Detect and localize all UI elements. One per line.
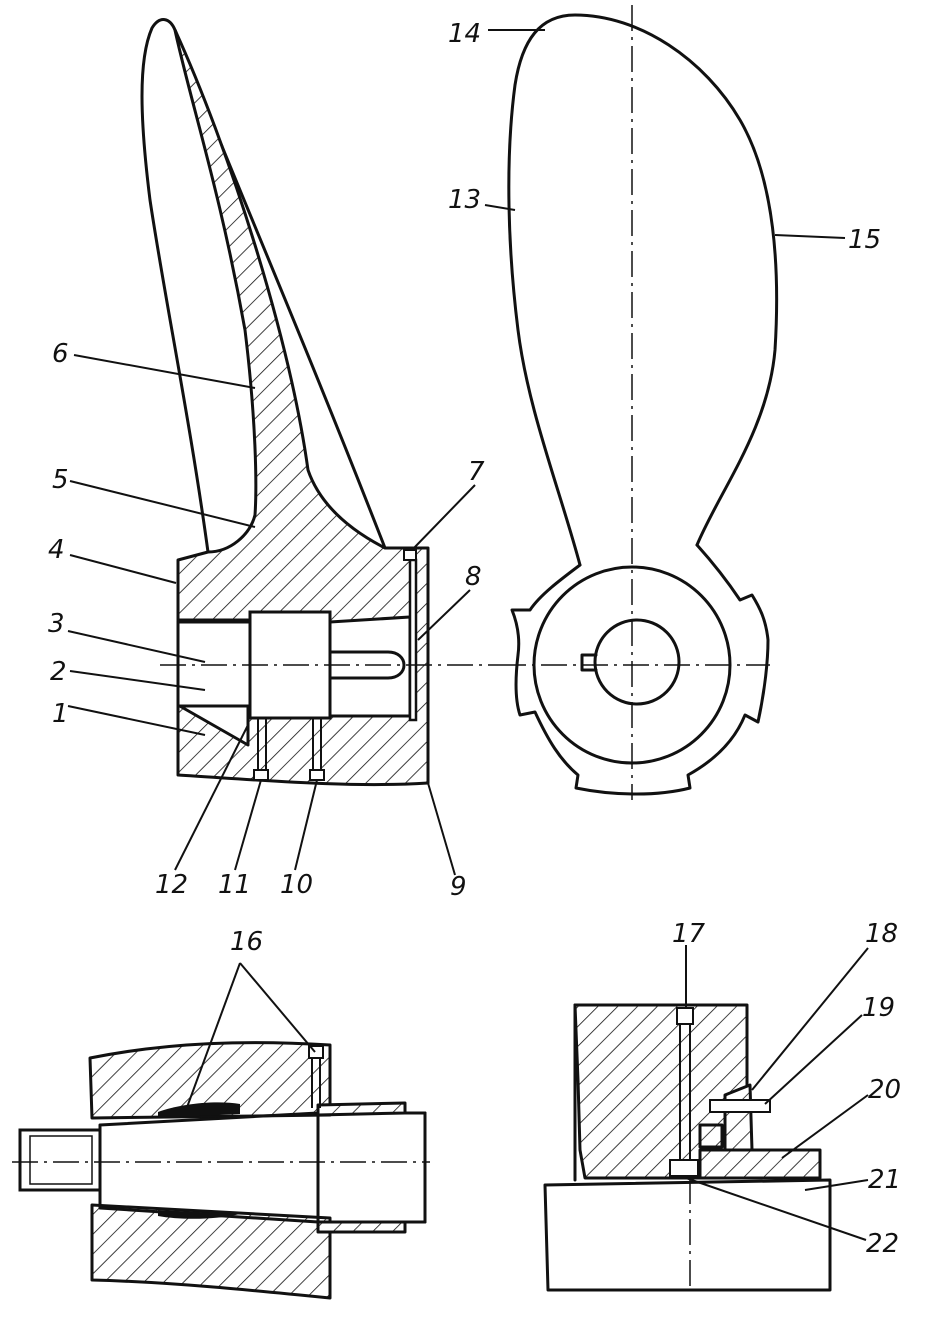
hub-flange <box>510 543 770 796</box>
hub-section <box>173 28 430 787</box>
label-5: 5 <box>52 465 69 495</box>
label-16: 16 <box>230 927 263 957</box>
shaft-sleeve <box>316 1101 407 1117</box>
gland-ring <box>698 1148 822 1180</box>
screw-head-17 <box>676 1007 694 1025</box>
bore-circle <box>593 618 681 706</box>
label-19: 19 <box>862 993 895 1023</box>
blade-outline <box>140 18 387 554</box>
label-6: 6 <box>52 339 69 369</box>
shaft-fitting-view <box>12 1041 430 1300</box>
label-18: 18 <box>865 919 898 949</box>
adhesive-layer-top <box>158 1102 240 1118</box>
label-11: 11 <box>218 870 251 900</box>
label-14: 14 <box>448 19 481 49</box>
seal-housing <box>723 1083 754 1152</box>
label-4: 4 <box>48 535 65 565</box>
label-10: 10 <box>280 870 313 900</box>
hub-bore-right <box>328 615 412 718</box>
seal-ring <box>698 1123 724 1149</box>
part-labels: 1 2 3 4 5 6 7 8 9 10 11 12 13 14 15 16 1… <box>48 19 901 1259</box>
shaft-21 <box>543 1178 832 1292</box>
plug-11 <box>253 769 269 781</box>
label-21: 21 <box>868 1165 901 1195</box>
label-22: 22 <box>866 1229 899 1259</box>
label-7: 7 <box>468 457 485 487</box>
label-2: 2 <box>50 657 67 687</box>
threaded-end <box>18 1128 102 1192</box>
end-plate <box>408 558 418 722</box>
label-17: 17 <box>672 919 706 949</box>
label-1: 1 <box>52 699 69 729</box>
bore-keyway <box>580 653 598 672</box>
plug-10 <box>309 769 325 781</box>
set-screw-top <box>403 549 417 561</box>
hub-ring-inner <box>532 565 732 765</box>
lower-hub <box>90 1203 332 1300</box>
hub-bore <box>176 620 252 708</box>
seal-assembly-view <box>543 1003 832 1292</box>
shaft-extension <box>316 1111 427 1224</box>
label-3: 3 <box>48 609 65 639</box>
keyway-slot <box>328 650 406 680</box>
leader-lines <box>67 29 869 1241</box>
label-9: 9 <box>450 872 467 902</box>
blade-section-view <box>140 18 500 787</box>
label-15: 15 <box>848 225 881 255</box>
adhesive-layer-bottom <box>158 1210 240 1219</box>
blade-front-view <box>500 5 779 800</box>
bolt-19 <box>709 1099 771 1113</box>
label-12: 12 <box>155 870 188 900</box>
upper-hub <box>88 1041 332 1120</box>
label-20: 20 <box>868 1075 901 1105</box>
label-8: 8 <box>465 562 482 592</box>
blade-planform <box>507 13 779 567</box>
tapered-shaft <box>98 1111 320 1224</box>
label-13: 13 <box>448 185 481 215</box>
